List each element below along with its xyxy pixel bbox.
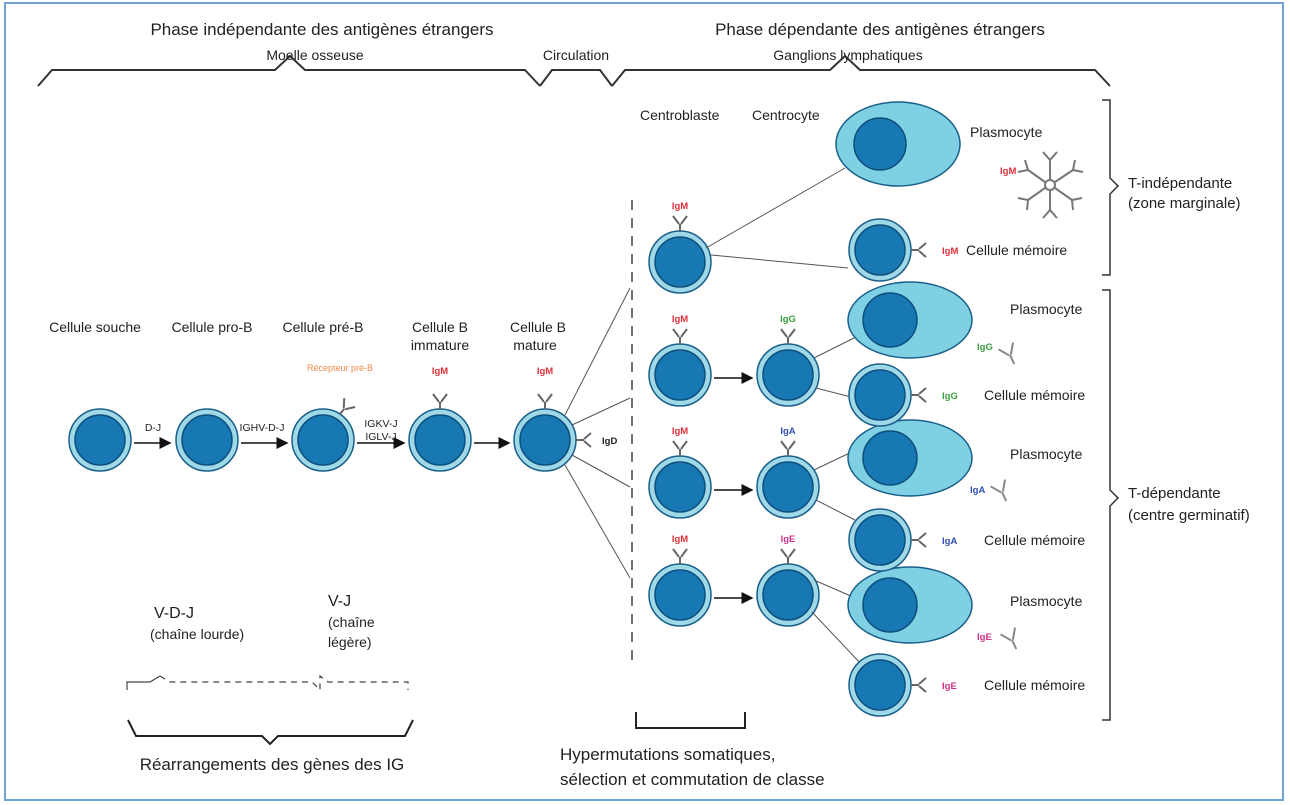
igm-pentamer-icon — [1017, 151, 1084, 219]
memory-label-3: Cellule mémoire — [984, 532, 1085, 548]
plasmocyte-label-2: Plasmocyte — [1010, 301, 1083, 317]
centrocyte-igg-label: IgG — [780, 314, 796, 325]
memory-cell-igm — [848, 218, 927, 282]
centroblast-2 — [648, 328, 712, 407]
cell-immature-b — [408, 393, 472, 472]
left-phase-title: Phase indépendante des antigènes étrange… — [150, 20, 493, 39]
bracket-t-indep — [1102, 99, 1120, 276]
hypermutation-line2: sélection et commutation de classe — [560, 770, 825, 789]
memory-iga-label: IgA — [942, 536, 957, 547]
plasmocyte-ige-label: IgE — [977, 632, 992, 643]
bracket-t-dep — [1102, 289, 1120, 721]
memory-label-2: Cellule mémoire — [984, 387, 1085, 403]
hypermutation-line1: Hypermutations somatiques, — [560, 745, 775, 764]
memory-cell-igg — [848, 363, 927, 427]
plasmocyte-ige — [847, 566, 973, 644]
side-brackets — [1102, 99, 1120, 721]
rearrangement-brace — [127, 719, 414, 746]
immature-igm-label: IgM — [432, 366, 448, 377]
memory-igm-label: IgM — [942, 246, 958, 257]
vdj-label: V-D-J — [154, 605, 194, 622]
memory-cell-ige — [848, 653, 927, 717]
brace-lymph-nodes — [611, 54, 1111, 87]
plasmocyte-igm-label: IgM — [1000, 166, 1016, 177]
right-phase-title: Phase dépendante des antigènes étrangers — [715, 20, 1045, 39]
centroblast-4-igm: IgM — [672, 534, 688, 545]
diagram-frame — [4, 2, 1284, 801]
t-dep-label: T-dépendante — [1128, 485, 1221, 502]
cell-pre-b — [291, 397, 357, 472]
centroblast-3 — [648, 440, 712, 519]
cell-mature-b — [513, 393, 592, 472]
iga-antibody-icon — [989, 478, 1015, 506]
plasmocyte-igg-label: IgG — [977, 342, 993, 353]
t-indep-label: T-indépendante — [1128, 175, 1232, 192]
plasmocyte-label-3: Plasmocyte — [1010, 446, 1083, 462]
centrocyte-iga — [756, 440, 820, 519]
centrocyte-iga-label: IgA — [780, 426, 795, 437]
stage-mature-line2: mature — [513, 337, 557, 353]
circulation-label: Circulation — [543, 47, 609, 63]
rearrangement-title: Réarrangements des gènes des IG — [140, 755, 405, 774]
memory-ige-label: IgE — [942, 681, 957, 692]
transition-ighv: IGHV-D-J — [240, 422, 285, 434]
centroblast-label: Centroblaste — [640, 107, 720, 123]
memory-label-4: Cellule mémoire — [984, 677, 1085, 693]
centroblast-3-igm: IgM — [672, 426, 688, 437]
plasmocyte-iga — [847, 419, 973, 497]
centrocyte-cells — [756, 328, 820, 627]
centrocyte-arrows — [714, 372, 754, 604]
header-braces — [37, 54, 1111, 87]
lymph-nodes-label: Ganglions lymphatiques — [773, 47, 922, 63]
centrocyte-ige-label: IgE — [781, 534, 796, 545]
transition-iglv: IGLV-J — [365, 431, 396, 443]
igg-antibody-icon — [997, 341, 1023, 369]
vdj-sub-label: (chaîne lourde) — [150, 626, 244, 642]
brace-bone-marrow — [37, 54, 541, 87]
stage-immature-line1: Cellule B — [412, 319, 468, 335]
centroblast-2-igm: IgM — [672, 314, 688, 325]
stage-pre-b: Cellule pré-B — [283, 319, 364, 335]
cell-pro-b — [175, 408, 239, 472]
centroblast-cells — [648, 215, 712, 627]
hypermutation-brace — [635, 712, 746, 729]
stage-pro-b: Cellule pro-B — [172, 319, 253, 335]
plasmocyte-label-4: Plasmocyte — [1010, 593, 1083, 609]
transition-dj: D-J — [145, 422, 161, 434]
memory-cells — [848, 218, 927, 717]
centrocyte-ige — [756, 548, 820, 627]
plasmocyte-t-indep — [835, 101, 961, 187]
memory-igg-label: IgG — [942, 391, 958, 402]
t-dep-sub: (centre germinatif) — [1128, 507, 1250, 524]
small-braces — [126, 674, 409, 692]
centrocyte-label: Centrocyte — [752, 107, 820, 123]
vj-label: V-J — [328, 593, 351, 610]
vj-sub-label-2: légère) — [328, 634, 372, 650]
centroblast-4 — [648, 548, 712, 627]
ige-antibody-icon — [999, 626, 1025, 654]
bone-marrow-label: Moelle osseuse — [266, 47, 363, 63]
centroblast-1 — [648, 215, 712, 294]
mature-igd-label: IgD — [602, 436, 617, 447]
mature-branch-lines — [564, 287, 631, 579]
plasmocyte-label-1: Plasmocyte — [970, 124, 1043, 140]
centroblast-1-igm: IgM — [672, 201, 688, 212]
vj-sub-label-1: (chaîne — [328, 614, 375, 630]
cell-stem — [68, 408, 132, 472]
pre-b-receptor-label: Récepteur pré-B — [307, 363, 373, 373]
stage-stem-cell: Cellule souche — [49, 319, 141, 335]
plasmocyte-iga-label: IgA — [970, 485, 985, 496]
plasmocyte-igg — [847, 281, 973, 359]
transition-igkv: IGKV-J — [364, 418, 397, 430]
stage-immature-line2: immature — [411, 337, 470, 353]
memory-cell-iga — [848, 508, 927, 572]
mature-igm-label: IgM — [537, 366, 553, 377]
centrocyte-igg — [756, 328, 820, 407]
memory-label-1: Cellule mémoire — [966, 242, 1067, 258]
t-indep-sub: (zone marginale) — [1128, 195, 1241, 212]
stage-mature-line1: Cellule B — [510, 319, 566, 335]
brace-circulation — [539, 69, 613, 87]
